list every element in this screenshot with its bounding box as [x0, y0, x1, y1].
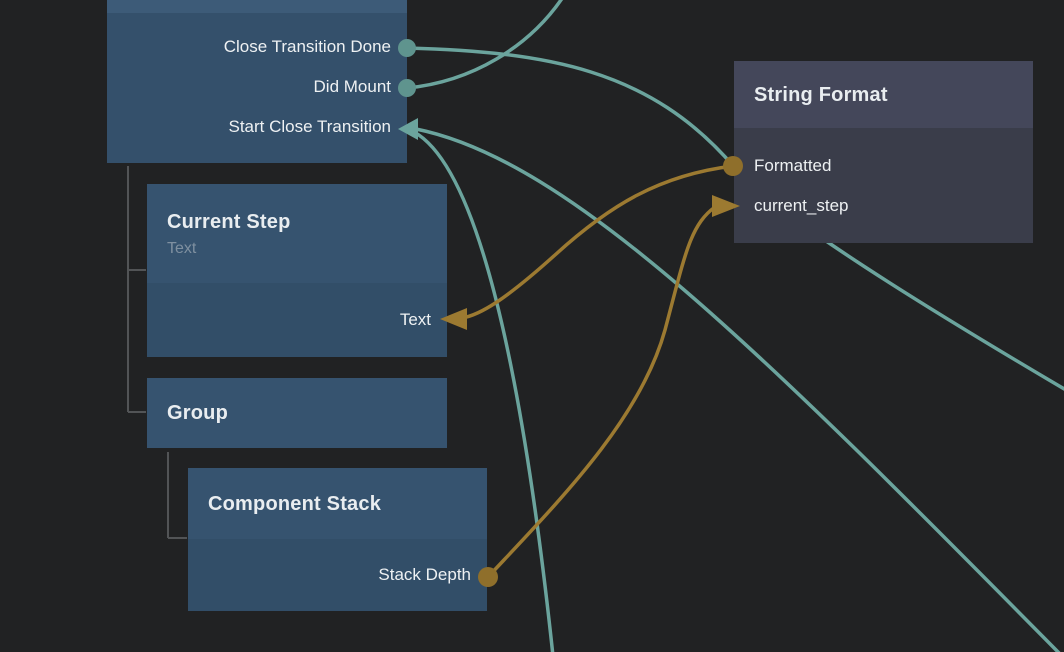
node-current-step[interactable]: Current Step Text Text	[147, 184, 447, 357]
port-text[interactable]: Text	[147, 283, 447, 357]
port-stack-depth[interactable]: Stack Depth	[188, 539, 487, 611]
port-label: Did Mount	[313, 77, 391, 96]
data-input-arrow-current-step[interactable]	[712, 195, 740, 217]
node-lifecycle-body: Close Transition Done Did Mount Start Cl…	[107, 13, 407, 163]
port-label: Formatted	[754, 156, 832, 175]
data-output-dot-formatted[interactable]	[723, 156, 743, 176]
node-title: Component Stack	[208, 492, 382, 515]
port-label: current_step	[754, 196, 849, 215]
node-component-stack[interactable]: Component Stack Stack Depth	[188, 468, 487, 611]
node-group[interactable]: Group	[147, 378, 447, 448]
wire-signal-did-mount[interactable]	[405, 0, 565, 90]
tree-line-lifecycle-children	[127, 166, 146, 413]
port-current-step[interactable]: current_step	[754, 186, 849, 226]
node-title: String Format	[754, 83, 888, 106]
node-string-format-header: String Format	[734, 61, 1033, 128]
signal-input-arrow-start-close-transition[interactable]	[398, 118, 418, 140]
node-title: Group	[167, 402, 228, 424]
node-string-format-body: Formatted current_step	[734, 128, 1033, 243]
wire-signal-start-close-transition-a[interactable]	[412, 130, 555, 652]
port-close-transition-done[interactable]: Close Transition Done	[224, 27, 391, 67]
node-subtitle: Text	[167, 240, 197, 257]
port-label: Text	[399, 310, 431, 329]
node-current-step-header: Current Step Text	[147, 184, 447, 283]
port-label: Stack Depth	[378, 565, 471, 584]
node-lifecycle-header	[107, 0, 407, 13]
wire-signal-start-close-transition-b[interactable]	[414, 127, 1062, 652]
port-did-mount[interactable]: Did Mount	[314, 67, 391, 107]
port-label: Start Close Transition	[228, 117, 391, 136]
node-lifecycle[interactable]: Close Transition Done Did Mount Start Cl…	[107, 0, 407, 163]
signal-output-dot-close-transition-done[interactable]	[398, 39, 416, 57]
port-start-close-transition[interactable]: Start Close Transition	[228, 107, 391, 147]
node-string-format[interactable]: String Format Formatted current_step	[734, 61, 1033, 243]
node-component-stack-header: Component Stack	[188, 468, 487, 539]
wire-data-stack-depth-to-current-step[interactable]	[486, 205, 717, 579]
node-group-header: Group	[147, 378, 447, 448]
wire-data-formatted-to-text[interactable]	[460, 164, 735, 320]
port-label: Close Transition Done	[223, 37, 391, 56]
tree-line-group-children	[167, 452, 187, 539]
data-input-arrow-text[interactable]	[440, 308, 467, 330]
data-output-dot-stack-depth[interactable]	[478, 567, 498, 587]
port-formatted[interactable]: Formatted	[754, 146, 831, 186]
signal-output-dot-did-mount[interactable]	[398, 79, 416, 97]
node-title: Current Step	[167, 211, 291, 233]
